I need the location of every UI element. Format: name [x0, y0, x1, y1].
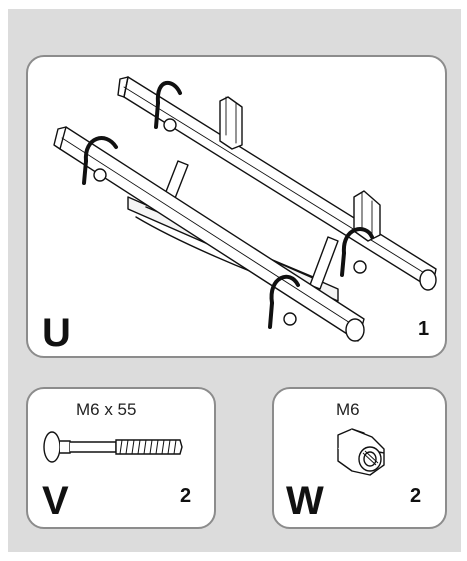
part-quantity-w: 2: [410, 485, 422, 507]
part-letter-u: U: [42, 311, 71, 355]
part-letter-w: W: [286, 479, 324, 523]
nut-spec: M6: [336, 400, 360, 419]
part-card-v: M6 x 55 V 2: [26, 387, 216, 529]
part-card-u: U 1: [26, 55, 447, 358]
part-quantity-v: 2: [180, 485, 192, 507]
part-quantity-u: 1: [418, 318, 430, 340]
bolt-spec: M6 x 55: [76, 400, 137, 419]
bolt-icon: [43, 431, 183, 463]
bike-carrier-frame-icon: [53, 76, 437, 342]
part-card-w: M6 W 2: [272, 387, 447, 529]
nut-icon: [337, 428, 385, 476]
part-letter-v: V: [42, 479, 69, 523]
